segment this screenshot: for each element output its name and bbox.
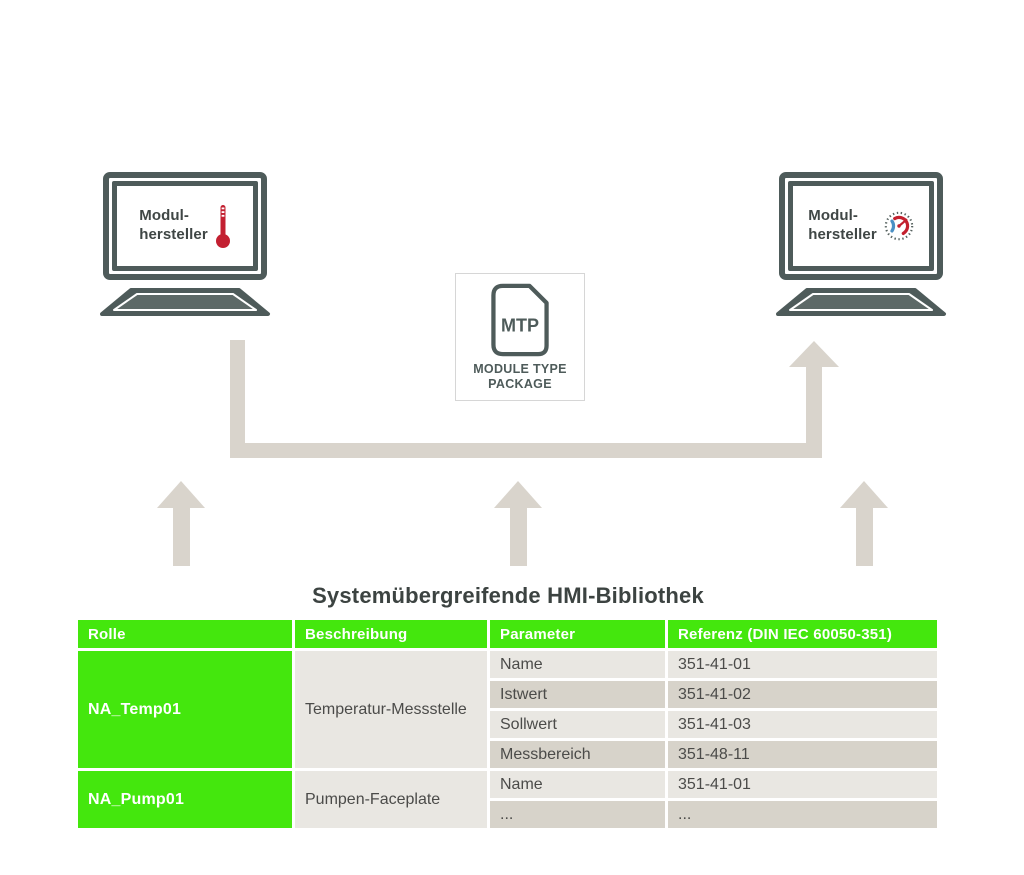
gauge-icon: [884, 211, 914, 241]
connector-horizontal: [230, 443, 822, 458]
mtp-abbrev: MTP: [501, 316, 539, 336]
description-cell: Temperatur-Messstelle: [295, 651, 487, 768]
module-manufacturer-label: Modul- hersteller: [139, 207, 208, 243]
parameter-cell: Messbereich: [490, 741, 665, 768]
mtp-caption: MODULE TYPE PACKAGE: [473, 362, 567, 391]
col-header-beschreibung: Beschreibung: [295, 620, 487, 648]
reference-cell: 351-41-01: [668, 651, 937, 678]
up-arrow-icon-right: [840, 481, 888, 566]
parameter-cell: Istwert: [490, 681, 665, 708]
reference-cell: 351-48-11: [668, 741, 937, 768]
monitor-frame: Modul- hersteller: [103, 172, 267, 280]
thermometer-icon: [215, 205, 230, 248]
module-manufacturer-right: Modul- hersteller: [776, 172, 946, 317]
mtp-package-box: MTP MODULE TYPE PACKAGE: [455, 273, 585, 401]
description-cell: Pumpen-Faceplate: [295, 771, 487, 828]
table-row: ... ...: [78, 801, 937, 828]
module-manufacturer-left: Modul- hersteller: [100, 172, 270, 317]
connector-right-vertical: [806, 364, 822, 458]
laptop-keyboard-icon: [776, 288, 946, 316]
mtp-document-icon: MTP: [491, 283, 549, 357]
table-row: NA_Temp01 Temperatur-Messstelle Name 351…: [78, 651, 937, 768]
parameter-cell: Name: [490, 771, 665, 798]
connector-left-vertical: [230, 340, 245, 458]
table-row: Istwert 351-41-02: [78, 681, 937, 708]
table-row: Sollwert 351-41-03: [78, 711, 937, 738]
role-cell: NA_Pump01: [78, 771, 292, 828]
role-cell: NA_Temp01: [78, 651, 292, 768]
laptop-keyboard-icon: [100, 288, 270, 316]
hmi-library-table: Rolle Beschreibung Parameter Referenz (D…: [75, 617, 940, 831]
parameter-cell: ...: [490, 801, 665, 828]
col-header-rolle: Rolle: [78, 620, 292, 648]
table-header-row: Rolle Beschreibung Parameter Referenz (D…: [78, 620, 937, 648]
reference-cell: 351-41-02: [668, 681, 937, 708]
up-arrow-icon-left: [157, 481, 205, 566]
parameter-cell: Name: [490, 651, 665, 678]
reference-cell: ...: [668, 801, 937, 828]
reference-cell: 351-41-01: [668, 771, 937, 798]
parameter-cell: Sollwert: [490, 711, 665, 738]
col-header-parameter: Parameter: [490, 620, 665, 648]
table-row: NA_Pump01 Pumpen-Faceplate Name 351-41-0…: [78, 771, 937, 828]
connector-arrowhead-up-icon: [789, 341, 839, 367]
monitor-screen: Modul- hersteller: [112, 181, 258, 271]
table-row: Messbereich 351-48-11: [78, 741, 937, 768]
page-title: Systemübergreifende HMI-Bibliothek: [312, 583, 704, 608]
monitor-screen: Modul- hersteller: [788, 181, 934, 271]
monitor-frame: Modul- hersteller: [779, 172, 943, 280]
module-manufacturer-label: Modul- hersteller: [808, 207, 877, 243]
reference-cell: 351-41-03: [668, 711, 937, 738]
col-header-referenz: Referenz (DIN IEC 60050-351): [668, 620, 937, 648]
up-arrow-icon-middle: [494, 481, 542, 566]
